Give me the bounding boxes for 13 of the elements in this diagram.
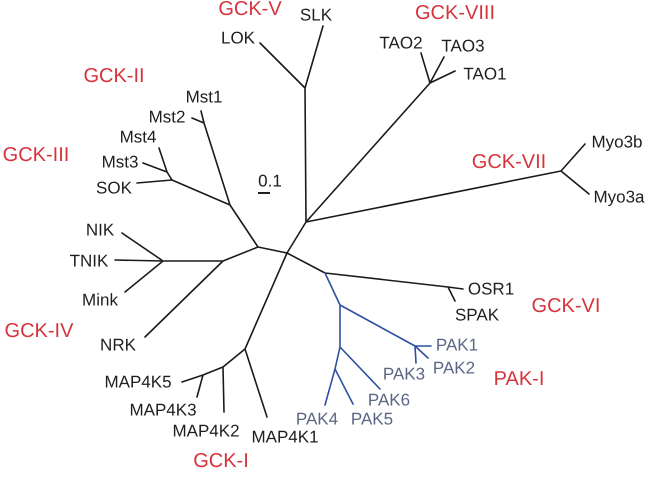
gene-label: SLK: [300, 6, 332, 24]
gene-label: Mink: [82, 292, 118, 308]
group-label: GCK-I: [193, 451, 249, 471]
gene-label: Myo3b: [591, 134, 643, 150]
gene-label: NIK: [86, 222, 114, 238]
gene-label: MAP4K1: [251, 428, 319, 446]
group-label: GCK-IV: [4, 321, 74, 341]
group-label: GCK-III: [2, 145, 70, 165]
group-label: GCK-VIII: [415, 3, 495, 23]
gene-label: MAP4K2: [172, 422, 240, 440]
gene-label: Myo3a: [593, 188, 645, 206]
gene-label: TNIK: [70, 252, 108, 270]
group-label: GCK-V: [218, 0, 282, 19]
